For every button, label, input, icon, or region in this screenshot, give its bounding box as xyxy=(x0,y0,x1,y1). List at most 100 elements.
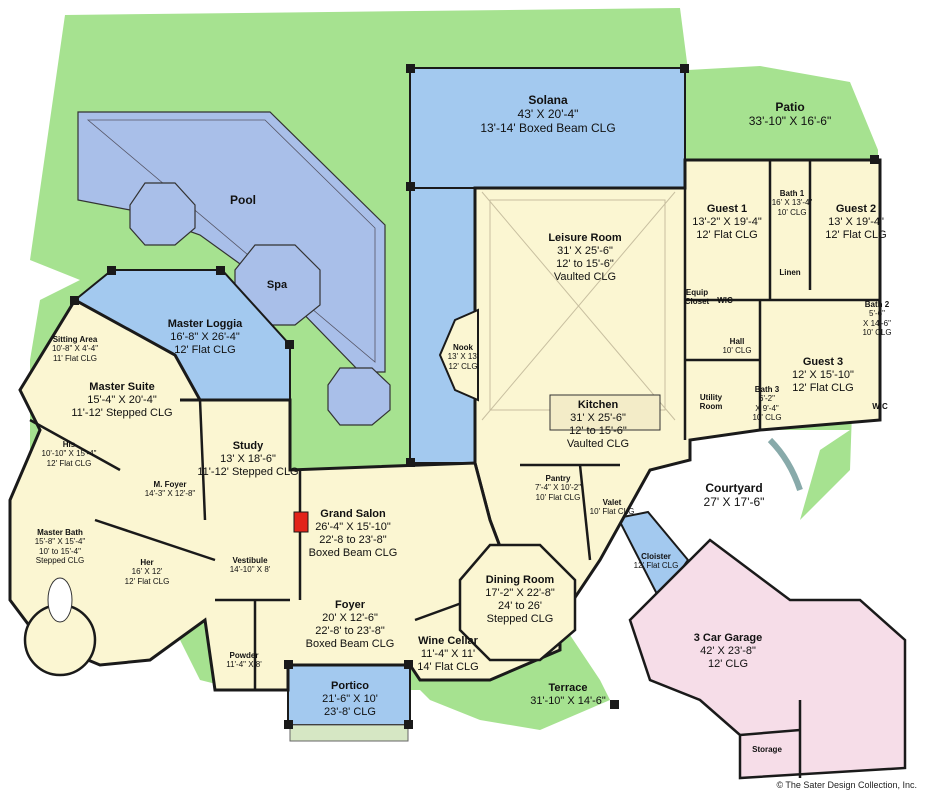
room-name: Patio xyxy=(775,100,805,114)
room-ceiling-type: Vaulted CLG xyxy=(566,437,630,450)
room-ceiling: 12' Flat CLG xyxy=(633,561,679,571)
room-name-2: Closet xyxy=(684,297,710,307)
room-equip-closet: Equip Closet xyxy=(685,288,709,307)
room-name: WIC xyxy=(872,402,888,411)
room-ceiling: 10' Flat CLG xyxy=(535,492,581,502)
room-name: Bath 3 xyxy=(754,385,780,394)
room-ceiling: 12' Flat CLG xyxy=(46,458,92,468)
room-ceiling: 10' CLG xyxy=(862,328,892,338)
room-name: Portico xyxy=(331,680,369,692)
room-dims: 27' X 17'-6" xyxy=(703,495,765,510)
room-ceiling: 10' CLG xyxy=(752,413,782,423)
courtyard-curve xyxy=(767,437,803,491)
room-dims: 11'-4" X 11' xyxy=(420,647,476,660)
room-bath3: Bath 3 6'-2" X 9'-4" 10' CLG xyxy=(752,385,781,423)
room-dims: 16' X 13'-4" xyxy=(771,198,813,208)
room-ceiling: 11' Flat CLG xyxy=(52,353,98,363)
nook-bay xyxy=(438,308,479,402)
room-wic-guest3: WIC xyxy=(872,402,888,411)
room-name: M. Foyer xyxy=(153,480,187,489)
room-ceiling: 12' to 15'-6" xyxy=(569,424,627,437)
room-name: Courtyard xyxy=(705,481,763,495)
room-guest2: Guest 2 13' X 19'-4" 12' Flat CLG xyxy=(825,203,886,242)
room-name: Leisure Room xyxy=(548,232,622,244)
house-interior-main xyxy=(8,297,562,692)
room-ceiling: 22'-8 to 23'-8" xyxy=(319,533,387,546)
leisure-vault-lines xyxy=(481,191,676,421)
room-name: Study xyxy=(232,440,264,452)
room-terrace: Terrace 31'-10" X 14'-6" xyxy=(530,682,606,708)
room-ceiling-type: Boxed Beam CLG xyxy=(308,546,398,559)
room-dims: 16'-8" X 26'-4" xyxy=(170,330,240,343)
room-name: Master Suite xyxy=(89,381,155,393)
room-name: Wine Cellar xyxy=(418,635,478,647)
spa xyxy=(234,244,321,326)
room-spa: Spa xyxy=(267,279,287,292)
room-dims: 14'-10" X 8' xyxy=(229,565,271,575)
room-dims-2: X 9'-4" xyxy=(755,403,779,413)
room-name: Master Bath xyxy=(37,528,83,537)
room-dims: 15'-4" X 20'-4" xyxy=(87,393,157,406)
room-ceiling: 12' Flat CLG xyxy=(696,228,758,241)
room-name: Sitting Area xyxy=(52,335,98,344)
room-name: 3 Car Garage xyxy=(693,632,763,644)
room-name: Master Loggia xyxy=(167,318,243,330)
room-dims: 10'-8" X 4'-4" xyxy=(51,344,99,354)
room-master-loggia: Master Loggia 16'-8" X 26'-4" 12' Flat C… xyxy=(168,318,243,357)
room-portico: Portico 21'-6" X 10' 23'-8' CLG xyxy=(322,680,378,719)
room-solana: Solana 43' X 20'-4" 13'-14' Boxed Beam C… xyxy=(480,93,615,135)
room-name: Equip xyxy=(685,288,709,297)
room-name: His xyxy=(62,440,76,449)
room-name: Storage xyxy=(752,745,782,754)
room-utility: Utility Room xyxy=(700,393,723,412)
room-name: Solana xyxy=(528,93,568,107)
room-wine-cellar: Wine Cellar 11'-4" X 11' 14' Flat CLG xyxy=(417,635,478,674)
room-ceiling: 14' Flat CLG xyxy=(417,660,479,673)
room-ceiling-type: Stepped CLG xyxy=(35,556,85,566)
room-name: Valet xyxy=(602,498,622,507)
room-ceiling: 13'-14' Boxed Beam CLG xyxy=(480,121,616,136)
room-linen: Linen xyxy=(779,268,800,277)
room-dims: 21'-6" X 10' xyxy=(322,692,378,705)
room-dims: 31'-10" X 14'-6" xyxy=(530,694,606,707)
room-name: Her xyxy=(140,558,154,567)
room-vestibule: Vestibule 14'-10" X 8' xyxy=(230,556,271,575)
room-ceiling: 10' CLG xyxy=(777,207,807,217)
room-name: Guest 1 xyxy=(706,203,748,215)
room-name: Pool xyxy=(230,193,256,207)
room-dims: 13' X 19'-4" xyxy=(828,215,884,228)
room-pantry: Pantry 7'-4" X 10'-2" 10' Flat CLG xyxy=(535,474,581,502)
room-cloister: Cloister 12' Flat CLG xyxy=(634,552,679,571)
room-name: Hall xyxy=(729,337,745,346)
interior-walls xyxy=(29,160,880,778)
room-name: Bath 1 xyxy=(779,189,805,198)
room-kitchen: Kitchen 31' X 25'-6" 12' to 15'-6" Vault… xyxy=(567,399,629,451)
room-dims: 10'-10" X 15'-4" xyxy=(41,449,97,459)
solana-area xyxy=(409,67,686,189)
copyright-notice: © The Sater Design Collection, Inc. xyxy=(776,780,917,790)
room-ceiling: 23'-8' CLG xyxy=(324,705,376,718)
room-ceiling: 10' CLG xyxy=(722,346,752,356)
room-wic-guest1: WIC xyxy=(717,296,733,305)
room-courtyard: Courtyard 27' X 17'-6" xyxy=(704,481,765,509)
room-name: Kitchen xyxy=(577,399,619,411)
room-ceiling: 10' Flat CLG xyxy=(589,507,635,517)
room-guest1: Guest 1 13'-2" X 19'-4" 12' Flat CLG xyxy=(692,203,762,242)
room-dims: 26'-4" X 15'-10" xyxy=(315,520,391,533)
room-powder: Powder 11'-4" X 8' xyxy=(226,651,262,670)
room-name: Bath 2 xyxy=(864,300,890,309)
room-name: Cloister xyxy=(641,552,671,561)
portico-steps xyxy=(289,724,409,742)
room-name: Pantry xyxy=(545,474,571,483)
room-dims: 11'-4" X 8' xyxy=(226,660,262,670)
room-name: Linen xyxy=(779,268,801,277)
room-dims: 42' X 23'-8" xyxy=(700,644,756,657)
room-ceiling: 12' Flat CLG xyxy=(825,228,887,241)
room-mfoyer: M. Foyer 14'-3" X 12'-8" xyxy=(145,480,196,499)
room-name: Grand Salon xyxy=(320,508,386,520)
room-ceiling: 10' to 15'-4" xyxy=(39,546,81,556)
room-dims: 43' X 20'-4" xyxy=(517,107,579,122)
room-ceiling: 11'-12' Stepped CLG xyxy=(197,465,299,478)
kitchen-island xyxy=(549,394,661,431)
